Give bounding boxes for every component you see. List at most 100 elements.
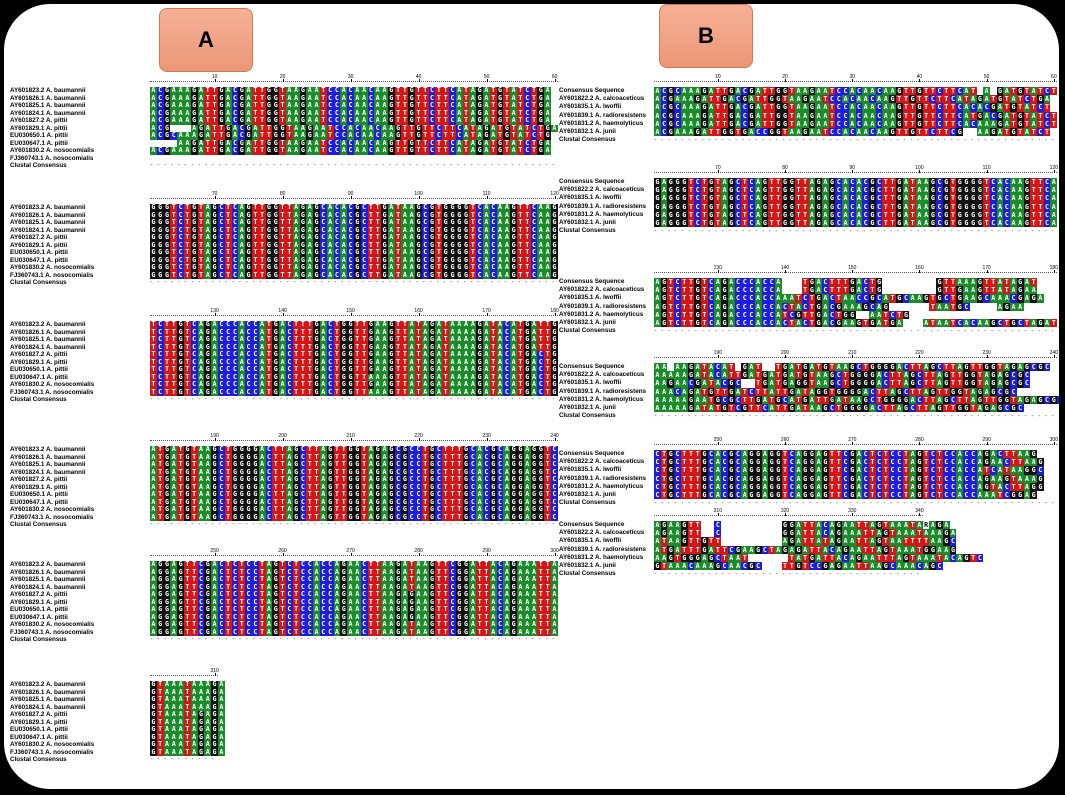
nucleotide: T [1050,318,1058,328]
nucleotide: G [340,597,348,606]
nucleotide: A [815,87,822,96]
nucleotide: A [680,111,688,120]
nucleotide: C [674,278,681,287]
nucleotide: A [421,612,429,621]
nucleotide: G [476,101,484,110]
nucleotide: A [279,365,286,374]
sequence-id: AY601824.1 A. baumannii [10,226,86,234]
nucleotide: G [292,445,300,454]
nucleotide: G [163,575,171,584]
nucleotide: G [449,248,456,257]
nucleotide: A [245,138,252,147]
nucleotide: T [340,460,348,469]
nucleotide: T [224,233,232,242]
nucleotide: T [1023,318,1031,328]
sequence-id: AY601823.2 A. baumannii [10,561,86,568]
nucleotide: A [523,482,531,491]
nucleotide: A [421,380,429,389]
nucleotide: T [435,612,443,621]
nucleotide: A [922,194,930,203]
nucleotide: G [727,103,735,112]
nucleotide: A [667,395,675,404]
nucleotide: T [714,87,722,96]
nucleotide: T [190,575,198,584]
nucleotide: A [821,194,829,203]
sequence-id: AY601825.1 A. baumannii [10,461,86,468]
nucleotide: A [177,740,184,749]
nucleotide: A [882,95,890,104]
nucleotide: G [428,203,436,212]
nucleotide: T [503,101,511,110]
nucleotide: A [204,475,212,484]
nucleotide: C [848,194,856,203]
nucleotide: A [204,210,212,219]
nucleotide: T [258,203,266,212]
nucleotide: A [204,695,212,704]
nucleotide: T [292,605,300,614]
nucleotide: T [544,387,552,396]
nucleotide: A [882,119,890,128]
nucleotide: T [401,93,409,102]
nucleotide: C [674,103,681,112]
nucleotide: A [265,612,273,621]
nucleotide: T [360,372,368,381]
nucleotide: A [909,395,917,404]
nucleotide: A [788,371,796,380]
nucleotide: G [694,286,702,295]
nucleotide: A [694,371,702,380]
nucleotide: G [462,512,470,521]
nucleotide: C [1003,178,1011,187]
nucleotide: T [367,582,375,591]
nucleotide: A [821,87,829,96]
nucleotide: G [387,365,395,374]
nucleotide: C [469,475,477,484]
nucleotide: G [523,380,531,389]
nucleotide: A [421,560,429,569]
nucleotide: T [251,248,259,257]
nucleotide: A [401,248,409,257]
nucleotide: G [347,327,354,336]
nucleotide: A [292,138,300,147]
nucleotide: T [537,620,545,629]
nucleotide: T [442,560,450,569]
nucleotide: T [238,620,246,629]
nucleotide: G [428,380,436,389]
nucleotide: A [469,582,477,591]
nucleotide: G [353,490,361,499]
nucleotide: C [821,286,829,295]
nucleotide: A [455,146,463,155]
nucleotide: C [496,482,504,491]
nucleotide: A [292,123,300,132]
nucleotide: C [469,460,477,469]
nucleotide: G [956,186,964,195]
nucleotide [795,286,802,295]
nucleotide: T [821,395,829,404]
nucleotide: T [889,210,896,219]
nucleotide: C [761,127,769,137]
nucleotide: G [1036,363,1044,372]
nucleotide: G [1023,186,1031,195]
nucleotide: A [517,131,524,140]
nucleotide: A [754,119,762,128]
nucleotide: C [1043,202,1051,211]
nucleotide: C [523,101,531,110]
nucleotide: G [510,248,518,257]
nucleotide: C [285,590,293,599]
nucleotide: A [401,605,409,614]
nucleotide: C [496,605,504,614]
sequence-id: Consensus Sequence [559,87,625,94]
nucleotide: G [251,445,259,454]
nucleotide: A [694,111,702,120]
nucleotide: G [1023,363,1031,372]
nucleotide: A [197,86,205,95]
nucleotide: G [462,605,470,614]
nucleotide: A [510,116,518,125]
nucleotide: T [469,131,477,140]
nucleotide: A [795,458,802,467]
nucleotide: T [687,310,695,319]
nucleotide: T [428,131,436,140]
nucleotide: A [381,101,388,110]
nucleotide: C [326,590,334,599]
nucleotide: G [727,87,735,96]
nucleotide: T [279,590,286,599]
